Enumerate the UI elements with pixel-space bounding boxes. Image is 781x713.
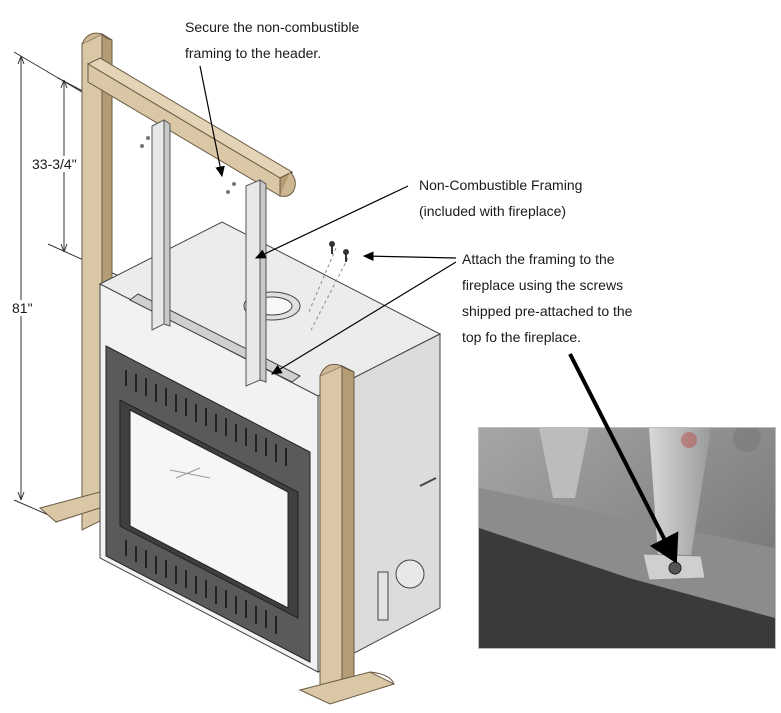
callout-secure-line-1: Secure the non-combustible [185, 19, 360, 35]
dim-arrowheads-33 [60, 79, 68, 253]
callout-secure: Secure the non-combustible framing to th… [185, 14, 359, 66]
callout-attach-line-1: Attach the framing to the [462, 251, 615, 267]
screw-icon [668, 561, 682, 575]
detail-photo [478, 427, 776, 649]
dim-arrowheads-81 [17, 55, 25, 501]
callout-attach: Attach the framing to the fireplace usin… [462, 246, 632, 350]
screw-guide-lines [307, 247, 349, 333]
callout-attach-line-4: top fo the fireplace. [462, 329, 582, 345]
arrow-icon [199, 65, 225, 178]
dark-edge [479, 528, 775, 648]
dimension-label-81: 81" [12, 300, 33, 316]
callout-framing: Non-Combustible Framing (included with f… [419, 172, 582, 224]
extension-line-top [13, 51, 93, 99]
arrow-icon [254, 185, 409, 259]
framing-screws [140, 136, 236, 194]
callout-arrows [199, 65, 457, 375]
side-vent-port [395, 559, 425, 589]
screw-icon [329, 241, 349, 262]
side-control-panel [377, 571, 389, 621]
upper-louvers [125, 370, 287, 466]
glass-door [129, 409, 289, 609]
callout-attach-line-2: fireplace using the screws [462, 277, 624, 293]
dimension-label-33: 33-3/4" [32, 156, 77, 172]
callout-secure-line-2: framing to the header. [185, 45, 322, 61]
framing-strip-left [151, 119, 165, 331]
callout-framing-line-2: (included with fireplace) [419, 203, 567, 219]
bracket-photo-illustration [479, 428, 775, 648]
callout-framing-line-1: Non-Combustible Framing [419, 177, 583, 193]
lower-louvers [125, 540, 277, 634]
arrow-icon [270, 261, 457, 375]
right-wood-stud [298, 363, 396, 705]
arrow-icon [362, 251, 457, 262]
callout-attach-line-3: shipped pre-attached to the [462, 303, 633, 319]
side-handle [419, 477, 437, 487]
header-beam [86, 57, 296, 197]
non-combustible-framing [140, 119, 349, 387]
framing-strip-right [245, 179, 261, 387]
fireplace-surround [105, 345, 311, 663]
glass-reflection [169, 469, 211, 479]
